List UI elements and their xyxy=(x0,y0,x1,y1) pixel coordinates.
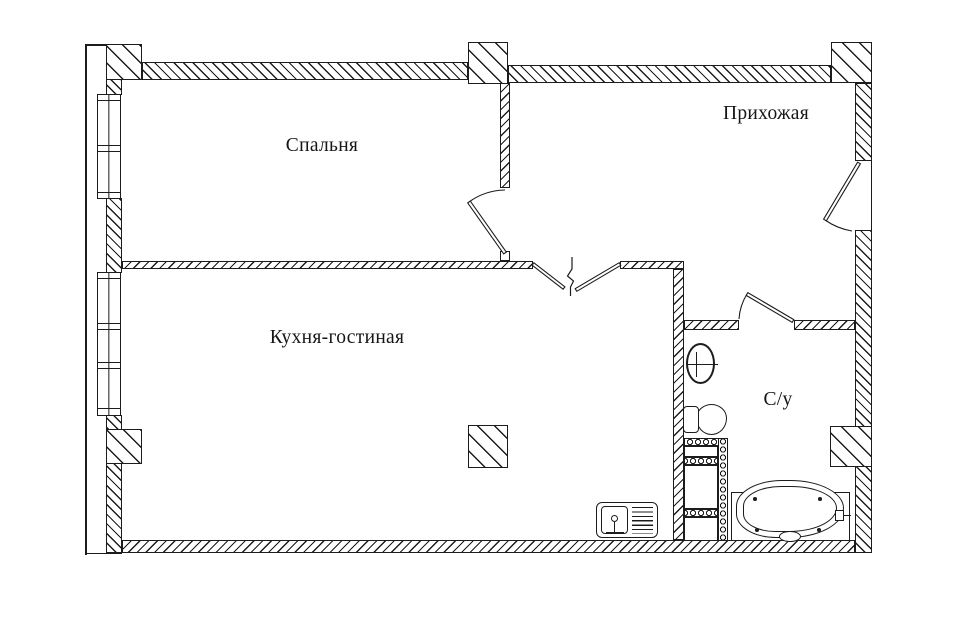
window-sill-line xyxy=(98,278,120,280)
window-transom xyxy=(98,145,120,152)
bedroom-door-jamb xyxy=(500,251,510,261)
window-sill-line xyxy=(98,191,120,193)
sink-basin xyxy=(601,506,628,534)
wash-basin-faucet-v xyxy=(695,352,697,377)
bathroom-door-arc xyxy=(738,293,748,320)
column-top-middle xyxy=(468,42,508,84)
bedroom-kitchen-wall xyxy=(122,261,533,269)
entrance-door-arc xyxy=(824,219,853,232)
room-label-kitchen-living: Кухня-гостиная xyxy=(269,327,405,348)
left-wall-middle xyxy=(106,198,122,273)
bedroom-door-arc xyxy=(468,189,506,203)
bathtub-jet xyxy=(817,528,821,532)
bathroom-door-leaf xyxy=(745,291,795,324)
toilet-tank xyxy=(683,406,699,433)
sink-faucet-stem xyxy=(614,522,616,533)
bathtub-jet xyxy=(753,497,757,501)
sink-faucet-bar xyxy=(606,532,624,534)
outer-contour-left xyxy=(85,44,87,555)
bathroom-wall-right xyxy=(794,320,855,330)
column-top-left xyxy=(106,44,142,80)
right-wall-lower xyxy=(855,230,872,553)
kitchen-opening-break-line xyxy=(566,257,575,296)
shaft-insulation-right xyxy=(718,438,728,541)
bathtub-faucet-tick xyxy=(843,515,851,517)
window-transom xyxy=(98,362,120,369)
bedroom-door-stub-wall xyxy=(500,83,510,188)
kitchen-opening-left-leaf xyxy=(531,262,566,290)
window-kitchen xyxy=(97,272,121,416)
column-top-right xyxy=(831,42,872,83)
wash-basin-faucet-h xyxy=(687,363,718,365)
entrance-outer-face-line xyxy=(870,161,872,231)
left-wall-upper xyxy=(106,79,122,95)
toilet-bowl xyxy=(696,404,727,435)
shaft-box-3 xyxy=(684,517,718,541)
bedroom-door-leaf xyxy=(466,200,508,255)
window-transom xyxy=(98,323,120,330)
hallway-kitchen-wall xyxy=(620,261,684,269)
kitchen-bathroom-wall xyxy=(673,269,684,540)
sink-drainboard xyxy=(632,507,653,534)
kitchen-sink xyxy=(596,502,658,538)
window-frame-line xyxy=(108,95,110,198)
column-left-lower xyxy=(106,429,142,464)
top-wall-right xyxy=(508,65,831,83)
outer-contour-bottom-left xyxy=(85,552,122,554)
window-frame-line xyxy=(108,273,110,415)
shaft-box-1 xyxy=(684,446,718,457)
room-label-hallway: Прихожая xyxy=(722,103,810,124)
kitchen-opening-right-leaf xyxy=(574,261,622,293)
sink-drain xyxy=(611,515,618,522)
outer-contour-top-left xyxy=(85,44,107,46)
bathroom-wall-left xyxy=(684,320,739,330)
bathtub-jet xyxy=(755,528,759,532)
room-label-bedroom: Спальня xyxy=(285,135,359,156)
column-bottom-right xyxy=(830,426,872,467)
bathtub-overflow xyxy=(779,531,801,542)
shaft-insulation-mid2 xyxy=(684,509,718,517)
shaft-box-2 xyxy=(684,465,718,509)
window-sill-line xyxy=(98,407,120,409)
window-sill-line xyxy=(98,100,120,102)
bottom-wall xyxy=(122,540,855,553)
window-bedroom xyxy=(97,94,121,199)
column-kitchen xyxy=(468,425,508,468)
room-label-bathroom: С/у xyxy=(763,389,793,410)
entrance-door-leaf xyxy=(822,161,862,222)
top-wall-left xyxy=(142,62,468,80)
bathtub-jet xyxy=(818,497,822,501)
right-wall-upper xyxy=(855,83,872,161)
shaft-insulation-mid1 xyxy=(684,457,718,465)
